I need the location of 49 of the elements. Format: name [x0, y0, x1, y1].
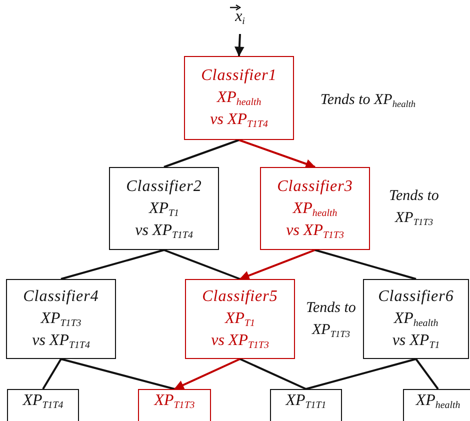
- classifier-box: [109, 167, 219, 250]
- arrow: [238, 139, 316, 169]
- class-label: XP$_{T1}$: [148, 198, 179, 220]
- class-label: vs XP$_{T1T3}$: [286, 220, 344, 242]
- annotation-text: Tends to XP$_{T1T3}$: [388, 187, 440, 229]
- connector-line: [164, 139, 240, 168]
- classifier-name: Classifier6: [378, 287, 454, 307]
- classifier-name: Classifier3: [277, 176, 353, 196]
- arrow: [239, 249, 316, 280]
- class-label: XP$_{health}$: [292, 198, 338, 220]
- class-label: vs XP$_{T1T4}$: [32, 331, 90, 352]
- connector-line: [42, 358, 62, 390]
- arrow: [234, 34, 244, 57]
- classifier-box: [185, 279, 295, 359]
- classifier-name: Classifier5: [202, 287, 278, 307]
- class-label: XP$_{T1T3}$: [154, 391, 195, 412]
- class-label: vs XP$_{T1T4}$: [135, 220, 193, 242]
- connector-line: [164, 249, 240, 280]
- connector-line: [240, 358, 306, 390]
- class-label: XP$_{T1}$: [224, 309, 255, 330]
- connector-line: [60, 358, 175, 390]
- classifier-name: Classifier4: [23, 287, 99, 307]
- connector-line: [314, 249, 416, 280]
- connector-line: [306, 358, 416, 390]
- class-label: XP$_{health}$: [416, 391, 460, 412]
- class-box: [138, 389, 211, 421]
- class-box: [270, 389, 342, 421]
- class-label: XP$_{T1T3}$: [40, 309, 82, 330]
- classifier-name: Classifier1: [201, 66, 277, 86]
- class-label: XP$_{T1T4}$: [22, 391, 64, 412]
- classifier-box: [363, 279, 469, 359]
- class-label: XP$_{health}$: [216, 88, 262, 109]
- arrow: [174, 358, 240, 390]
- annotation-text: Tends to XP$_{health}$: [319, 91, 417, 111]
- classifier-box: [184, 56, 294, 140]
- classifier-box: [260, 167, 370, 250]
- class-box: [7, 389, 79, 421]
- class-label: XP$_{T1T1}$: [286, 391, 326, 412]
- annotation-text: Tends to XP$_{T1T3}$: [305, 299, 357, 341]
- class-label: XP$_{health}$: [394, 309, 438, 330]
- class-label: vs XP$_{T1T4}$: [210, 110, 268, 131]
- class-box: [403, 389, 470, 421]
- connector-line: [415, 358, 439, 390]
- input-vector-label: x$_{i}$: [235, 7, 245, 28]
- classifier-name: Classifier2: [126, 176, 202, 196]
- classifier-box: [6, 279, 116, 359]
- connector-line: [60, 249, 164, 280]
- class-label: vs XP$_{T1}$: [392, 331, 440, 352]
- class-label: vs XP$_{T1T3}$: [211, 331, 269, 352]
